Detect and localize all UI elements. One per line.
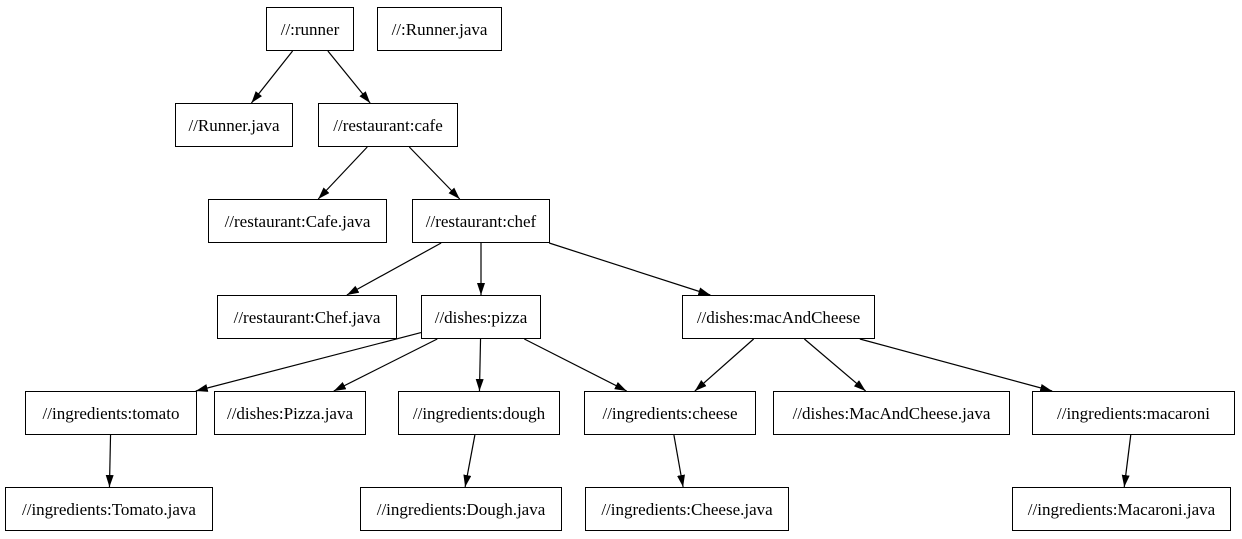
graph-edge-cafe-to-chef <box>408 146 461 200</box>
graph-node-label: //dishes:MacAndCheese.java <box>792 403 991 423</box>
graph-edge-chef-to-macandcheese <box>548 242 711 296</box>
graph-node-chef_java: //restaurant:Chef.java <box>217 295 397 339</box>
graph-node-label: //ingredients:tomato <box>42 403 180 423</box>
graph-edge-cafe-to-cafe_java <box>317 146 368 200</box>
graph-node-label: //ingredients:dough <box>412 403 546 423</box>
graph-node-label: //restaurant:cafe <box>333 115 443 135</box>
graph-node-label: //:runner <box>280 19 340 39</box>
graph-edge-runner-to-cafe <box>327 50 371 104</box>
graph-node-pizza_java: //dishes:Pizza.java <box>214 391 366 435</box>
graph-node-label: //:Runner.java <box>391 19 488 39</box>
graph-node-cheese: //ingredients:cheese <box>584 391 756 435</box>
graph-node-label: //ingredients:Macaroni.java <box>1027 499 1216 519</box>
graph-edge-pizza-to-pizza_java <box>333 338 438 392</box>
graph-node-runner_java_root: //:Runner.java <box>377 7 502 51</box>
graph-node-cheese_java: //ingredients:Cheese.java <box>585 487 789 531</box>
graph-node-label: //restaurant:Chef.java <box>233 307 381 327</box>
graph-edge-macandcheese-to-macaroni <box>859 338 1053 392</box>
graph-node-macaroni_java: //ingredients:Macaroni.java <box>1012 487 1231 531</box>
graph-node-label: //ingredients:Tomato.java <box>22 499 196 519</box>
graph-edge-macaroni-to-macaroni_java <box>1121 434 1132 488</box>
graph-node-chef: //restaurant:chef <box>412 199 550 243</box>
graph-node-label: //restaurant:chef <box>425 211 537 231</box>
graph-edge-dough-to-dough_java <box>463 434 476 488</box>
graph-node-label: //ingredients:Cheese.java <box>601 499 773 519</box>
graph-node-label: //dishes:Pizza.java <box>226 403 354 423</box>
graph-node-tomato_java: //ingredients:Tomato.java <box>5 487 213 531</box>
graph-node-label: //ingredients:cheese <box>602 403 738 423</box>
graph-node-label: //dishes:pizza <box>434 307 528 327</box>
graph-edge-runner-to-runner_java <box>250 50 294 104</box>
graph-node-runner_java: //Runner.java <box>175 103 293 147</box>
graph-node-tomato: //ingredients:tomato <box>25 391 197 435</box>
graph-edge-macandcheese-to-cheese <box>694 338 755 392</box>
graph-node-dough: //ingredients:dough <box>398 391 560 435</box>
graph-node-label: //Runner.java <box>188 115 280 135</box>
graph-node-macandcheese: //dishes:macAndCheese <box>682 295 875 339</box>
graph-node-label: //dishes:macAndCheese <box>696 307 861 327</box>
graph-edge-pizza-to-dough <box>475 338 484 392</box>
graph-edge-cheese-to-cheese_java <box>673 434 685 488</box>
graph-node-label: //restaurant:Cafe.java <box>224 211 371 231</box>
graph-node-label: //ingredients:macaroni <box>1057 403 1210 423</box>
graph-edge-tomato-to-tomato_java <box>105 434 114 488</box>
graph-edge-macandcheese-to-macandcheese_java <box>804 338 866 392</box>
graph-node-label: //ingredients:Dough.java <box>376 499 546 519</box>
graph-node-runner: //:runner <box>266 7 354 51</box>
graph-node-cafe: //restaurant:cafe <box>318 103 458 147</box>
graph-node-macandcheese_java: //dishes:MacAndCheese.java <box>773 391 1010 435</box>
graph-edge-pizza-to-cheese <box>524 338 627 392</box>
graph-node-cafe_java: //restaurant:Cafe.java <box>208 199 387 243</box>
graph-node-dough_java: //ingredients:Dough.java <box>360 487 562 531</box>
graph-edge-pizza-to-tomato <box>195 331 422 392</box>
graph-edge-chef-to-chef_java <box>346 242 442 296</box>
graph-node-pizza: //dishes:pizza <box>421 295 541 339</box>
graph-node-macaroni: //ingredients:macaroni <box>1032 391 1235 435</box>
